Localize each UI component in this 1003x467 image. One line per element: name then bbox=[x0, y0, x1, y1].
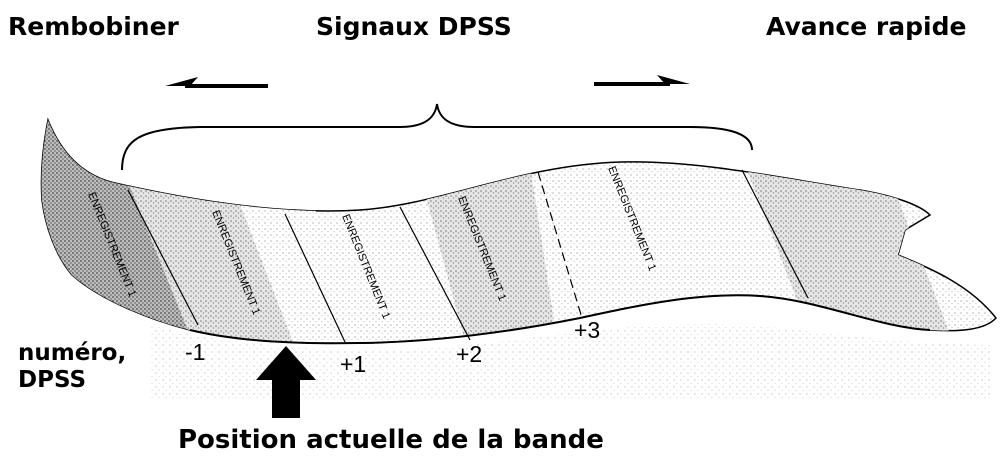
dpss-number: +1 bbox=[340, 351, 367, 377]
arrow-right-icon bbox=[594, 75, 690, 86]
dpss-number: +3 bbox=[574, 317, 601, 343]
caption-line: numéro, bbox=[18, 340, 127, 366]
dpss-number-caption: numéro, DPSS bbox=[18, 340, 126, 394]
dpss-number: +2 bbox=[456, 341, 483, 367]
arrow-up-icon bbox=[256, 346, 316, 418]
current-position-label: Position actuelle de la bande bbox=[178, 425, 604, 455]
dpss-signals-label: Signaux DPSS bbox=[316, 12, 512, 41]
caption-line: DPSS bbox=[18, 367, 87, 393]
fast-forward-label: Avance rapide bbox=[766, 12, 967, 41]
arrow-left-icon bbox=[165, 77, 268, 88]
dpss-number: -1 bbox=[185, 339, 206, 365]
brace-icon bbox=[121, 103, 753, 171]
rewind-label: Rembobiner bbox=[8, 12, 179, 41]
